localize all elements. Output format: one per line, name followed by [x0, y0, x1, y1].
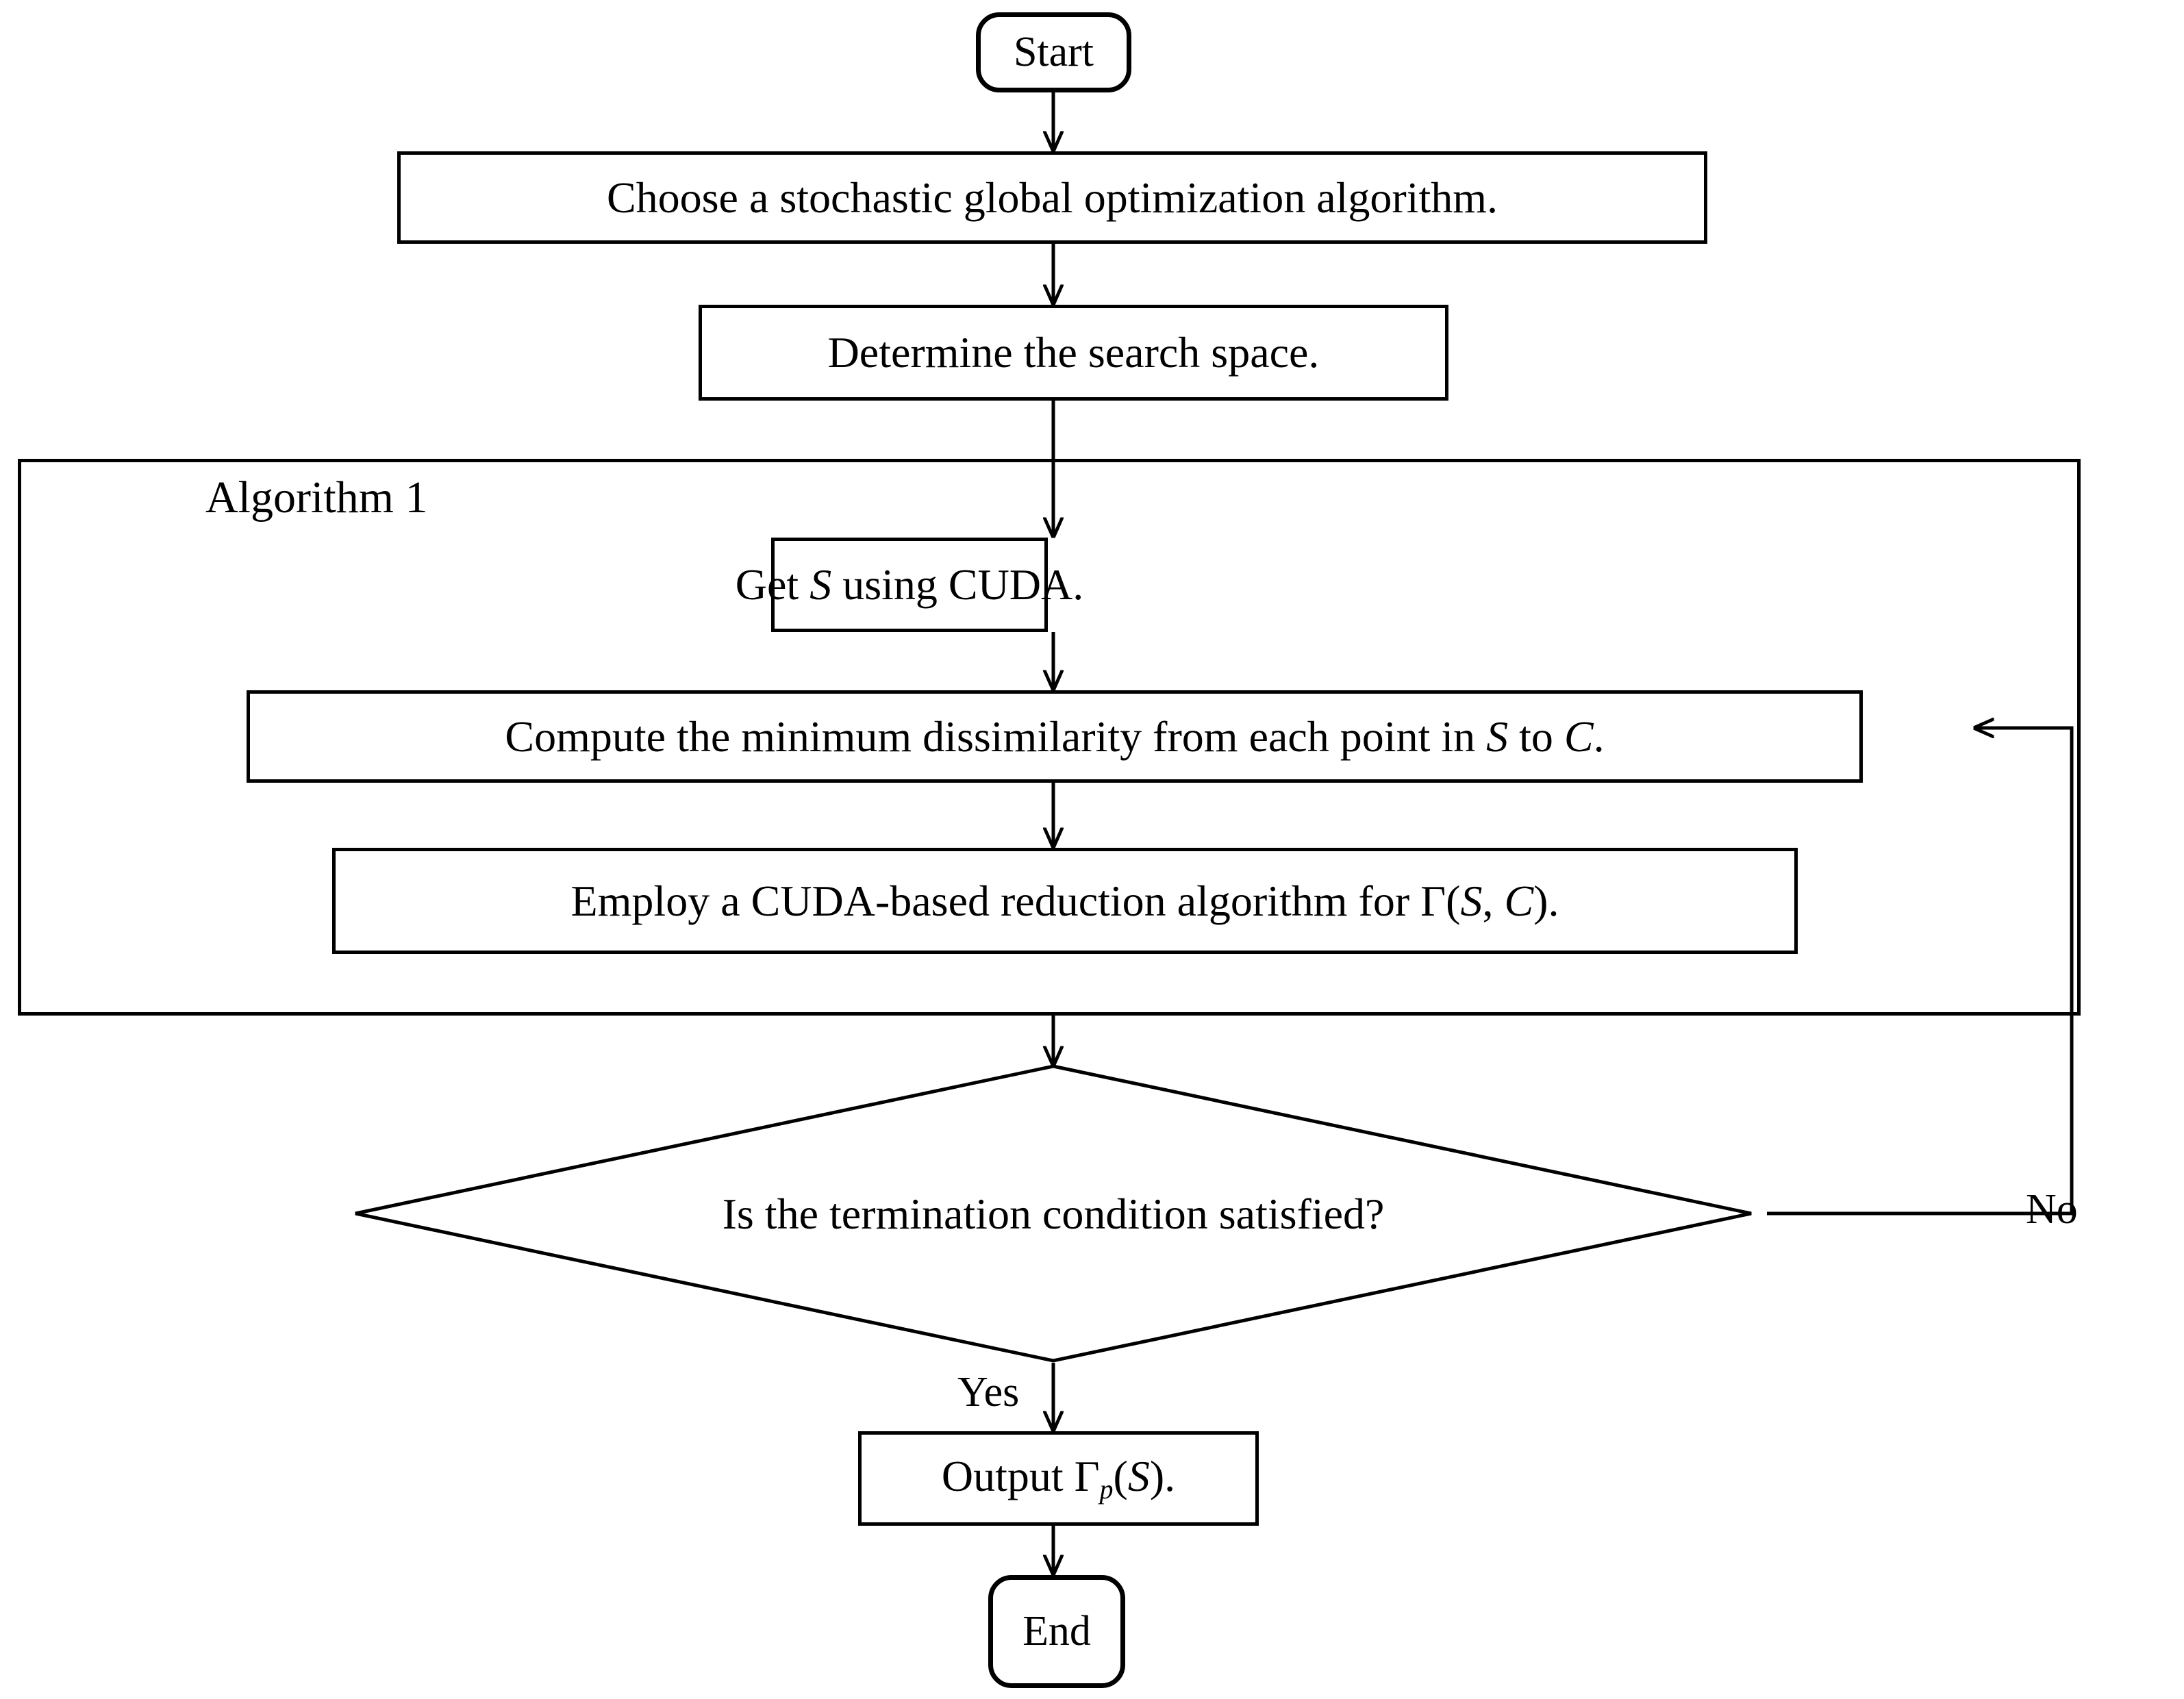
- var-s: S: [1460, 876, 1483, 925]
- node-choose-algorithm-label: Choose a stochastic global optimization …: [606, 173, 1498, 222]
- node-decision-termination[interactable]: Is the termination condition satisfied?: [353, 1064, 1753, 1363]
- algorithm-1-container: [18, 459, 2081, 1016]
- node-compute-dissimilarity[interactable]: Compute the minimum dissimilarity from e…: [247, 690, 1863, 783]
- node-employ-reduction-label: Employ a CUDA-based reduction algorithm …: [570, 876, 1559, 925]
- node-end[interactable]: End: [988, 1575, 1125, 1688]
- node-get-s-using-cuda[interactable]: Get S using CUDA.: [736, 538, 1083, 632]
- edge-label-no: No: [2026, 1186, 2078, 1233]
- node-output-gamma[interactable]: Output Γp(S).: [858, 1431, 1259, 1526]
- node-determine-search-space-label: Determine the search space.: [827, 328, 1320, 377]
- node-compute-dissimilarity-label: Compute the minimum dissimilarity from e…: [505, 712, 1605, 761]
- node-start-label: Start: [1013, 28, 1094, 75]
- node-output-label: Output Γp(S).: [941, 1451, 1176, 1505]
- node-start[interactable]: Start: [976, 12, 1131, 92]
- node-choose-algorithm[interactable]: Choose a stochastic global optimization …: [397, 151, 1707, 244]
- node-decision-label: Is the termination condition satisfied?: [722, 1190, 1385, 1238]
- edge-label-yes: Yes: [957, 1369, 1020, 1415]
- var-s: S: [1486, 712, 1509, 761]
- node-end-label: End: [1022, 1607, 1091, 1654]
- algorithm-1-label: Algorithm 1: [205, 473, 428, 523]
- var-s: S: [1127, 1451, 1150, 1500]
- subscript-p: p: [1099, 1474, 1114, 1505]
- node-employ-reduction[interactable]: Employ a CUDA-based reduction algorithm …: [332, 848, 1798, 954]
- node-get-s-label: Get S using CUDA.: [735, 560, 1084, 609]
- var-s: S: [809, 560, 832, 609]
- node-determine-search-space[interactable]: Determine the search space.: [699, 305, 1448, 401]
- var-c: C: [1504, 876, 1534, 925]
- var-c: C: [1564, 712, 1594, 761]
- decision-diamond-shape: [355, 1064, 1752, 1363]
- gamma-symbol: Γ(: [1420, 876, 1461, 925]
- gamma-symbol: Γ: [1074, 1451, 1100, 1500]
